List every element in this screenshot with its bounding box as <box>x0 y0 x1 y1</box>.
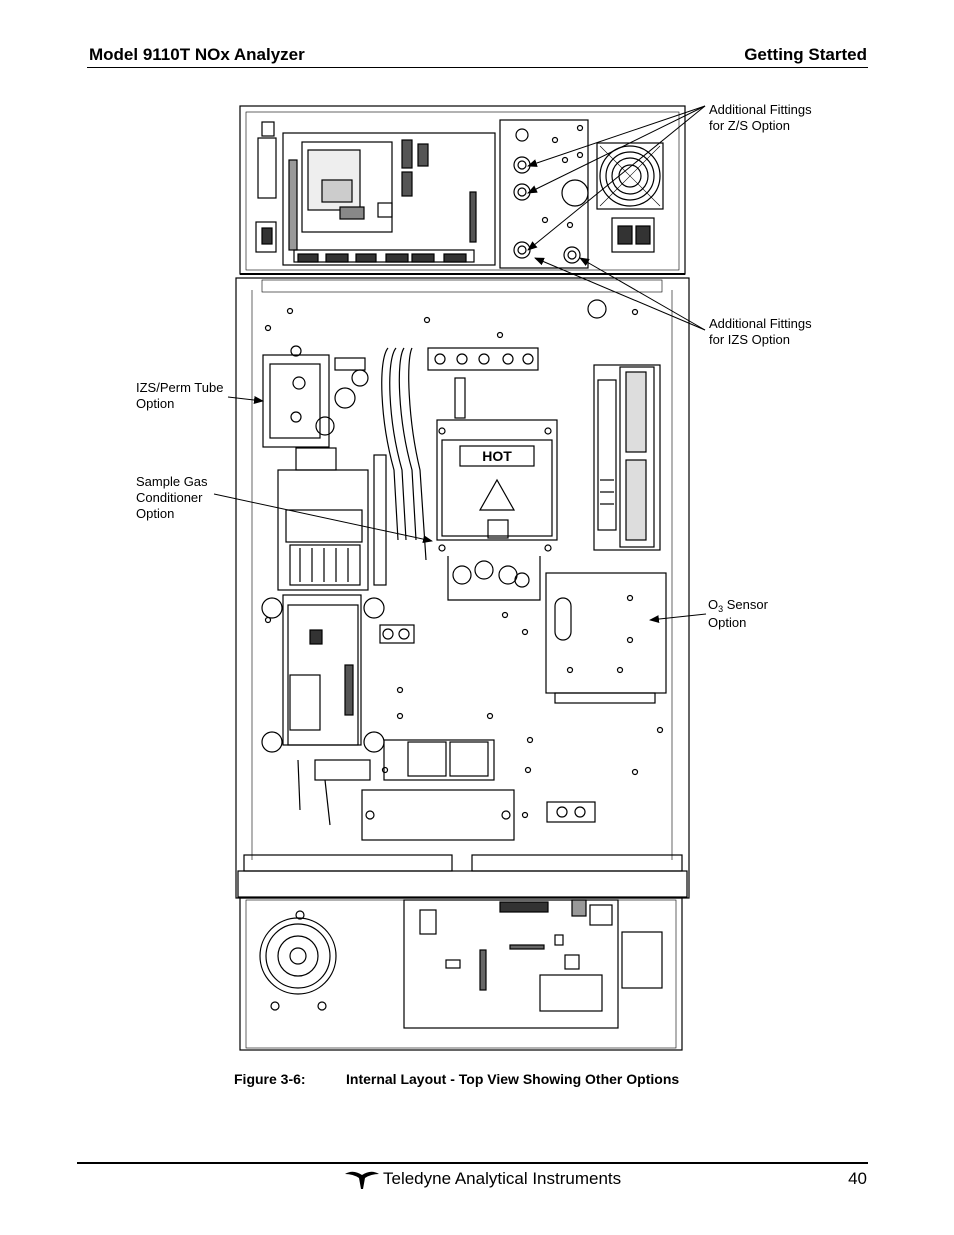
cooling-fan <box>596 142 664 210</box>
sample-gas-callout-line2: Conditioner <box>136 490 203 505</box>
top-chassis <box>239 105 686 275</box>
zs-callout-line1: Additional Fittings <box>709 102 812 117</box>
header-section: Getting Started <box>744 45 867 64</box>
fitting-plate <box>499 119 589 269</box>
cpu-board <box>282 132 496 266</box>
figure-title: Internal Layout - Top View Showing Other… <box>346 1071 680 1087</box>
main-chassis <box>235 277 690 899</box>
footer-company: Teledyne Analytical Instruments <box>383 1169 622 1188</box>
teledyne-logo-icon <box>345 1171 379 1189</box>
izs-fittings-callout-line1: Additional Fittings <box>709 316 812 331</box>
header-title: Model 9110T NOx Analyzer <box>89 45 305 64</box>
callout-labels: Additional Fittings for Z/S Option Addit… <box>136 102 812 630</box>
zs-callout-line2: for Z/S Option <box>709 118 790 133</box>
header-rule <box>87 67 868 68</box>
pump-board <box>261 594 415 826</box>
power-supply-block <box>361 739 515 841</box>
figure-number: Figure 3-6: <box>234 1071 306 1087</box>
figure-caption: Figure 3-6: Internal Layout - Top View Sh… <box>234 1071 679 1087</box>
izs-perm-tube-module <box>262 345 369 448</box>
o3-callout-line2: Option <box>708 615 746 630</box>
gas-tubing <box>381 347 539 561</box>
footer-rule <box>77 1162 868 1164</box>
fitting-connectors <box>546 801 596 823</box>
interface-board <box>403 899 663 1029</box>
bottom-chassis <box>239 897 683 1051</box>
page-number: 40 <box>848 1169 867 1188</box>
power-inlet <box>611 217 655 253</box>
sample-gas-callout-line1: Sample Gas <box>136 474 208 489</box>
chassis-screws <box>264 324 664 819</box>
o3-callout-line1: O3 Sensor <box>708 597 769 614</box>
izs-perm-callout-line1: IZS/Perm Tube <box>136 380 223 395</box>
hot-label: HOT <box>482 448 512 464</box>
sample-gas-callout-line3: Option <box>136 506 174 521</box>
callout-arrows <box>213 105 707 624</box>
io-board <box>593 364 661 551</box>
hot-reaction-cell: HOT <box>436 419 558 601</box>
o3-sensor-module <box>545 572 667 704</box>
izs-perm-callout-line2: Option <box>136 396 174 411</box>
izs-fittings-callout-line2: for IZS Option <box>709 332 790 347</box>
